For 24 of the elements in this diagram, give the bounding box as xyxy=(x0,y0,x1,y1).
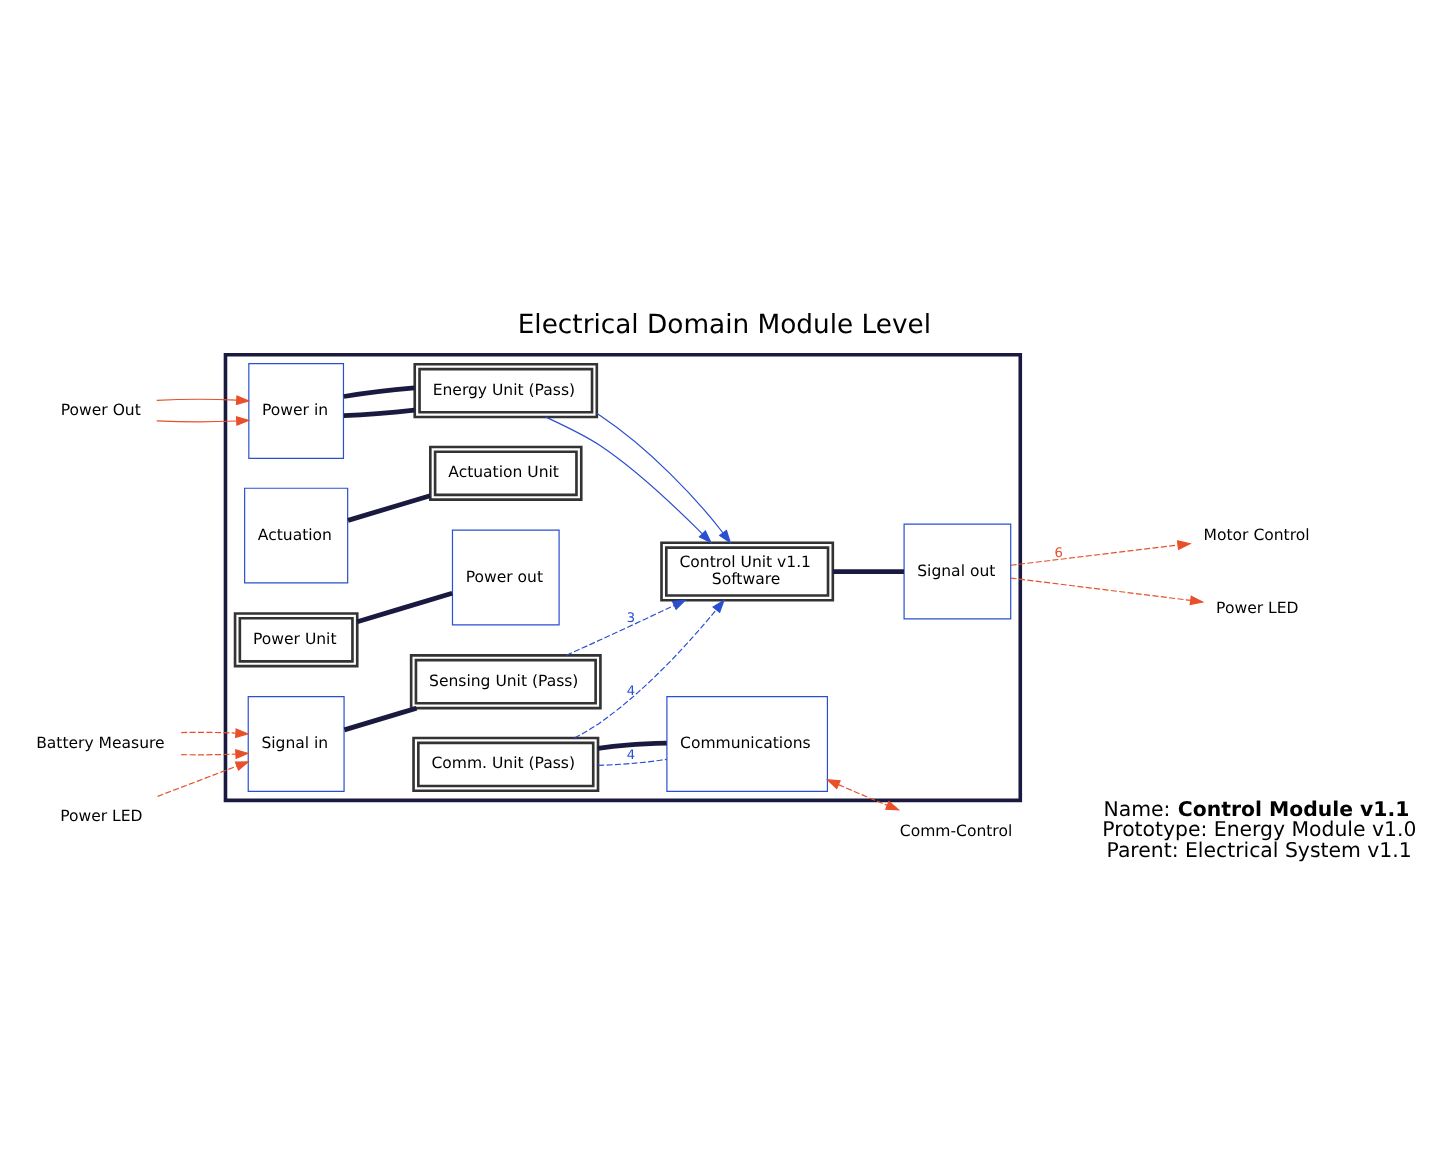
arrow xyxy=(573,597,726,738)
connector xyxy=(343,704,418,732)
label: Prototype: Energy Module v1.0 xyxy=(1102,819,1417,842)
arrow xyxy=(1010,576,1205,605)
arrow xyxy=(157,760,250,796)
connector xyxy=(347,492,431,522)
connector xyxy=(832,568,904,573)
label: Name: Control Module v1.1 xyxy=(1103,799,1410,822)
label: Parent: Electrical System v1.1 xyxy=(1106,839,1412,862)
diagram-title: Electrical Domain Module Level xyxy=(517,309,932,340)
arrow xyxy=(1010,539,1192,565)
connector xyxy=(597,757,668,765)
arrow xyxy=(565,598,687,655)
arrow xyxy=(180,748,250,759)
arrow xyxy=(596,411,732,544)
arrow xyxy=(156,415,251,426)
connector xyxy=(343,406,415,417)
connector xyxy=(343,384,415,398)
arrow xyxy=(180,727,250,738)
cluster xyxy=(223,351,1023,802)
arrow xyxy=(156,394,251,405)
arrow xyxy=(825,778,901,810)
connector xyxy=(356,589,453,624)
connector xyxy=(597,739,667,750)
